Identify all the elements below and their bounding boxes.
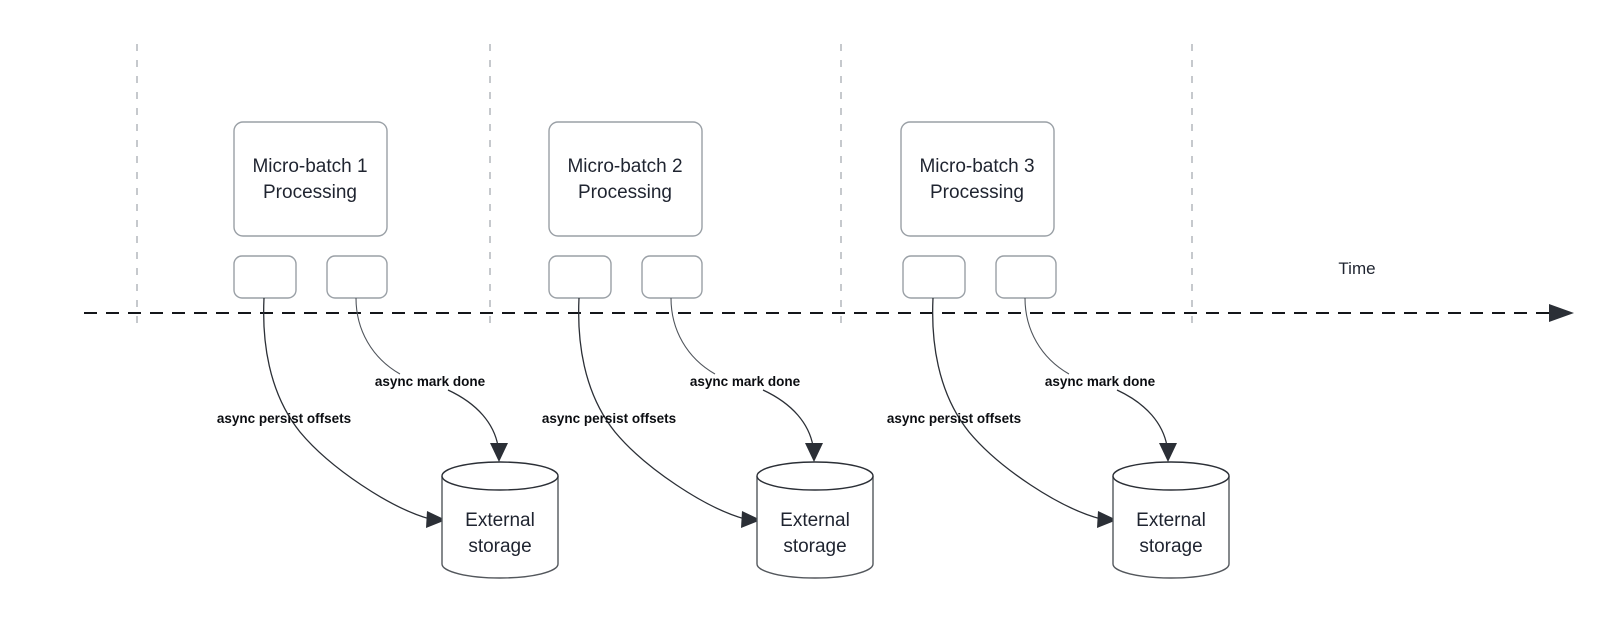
task-box-3a[interactable] (902, 255, 966, 299)
microbatch-box-2-line1: Micro-batch 2 (567, 156, 682, 177)
external-storage-2[interactable]: External storage (756, 461, 874, 579)
mark-done-label-3: async mark done (1045, 374, 1156, 389)
external-storage-3-line1: External (1136, 510, 1206, 531)
mark-done-arrowhead-3 (1159, 443, 1177, 462)
external-storage-1-line2: storage (468, 536, 531, 557)
microbatch-box-1-line1: Micro-batch 1 (252, 156, 367, 177)
mark-done-edge-3 (1024, 297, 1070, 375)
external-storage-2-line1: External (780, 510, 850, 531)
mark-done-label-1: async mark done (375, 374, 486, 389)
microbatch-box-2-line2: Processing (578, 182, 672, 203)
mark-done-arrowhead-2 (805, 443, 823, 462)
time-axis: Time (84, 259, 1574, 322)
persist-offsets-edge-1 (263, 297, 431, 520)
group-2: Micro-batch 2 Processing async persist o… (542, 121, 874, 579)
mark-done-edge-2-tail (762, 389, 814, 447)
persist-offsets-edge-3 (932, 297, 1102, 520)
microbatch-box-1[interactable] (233, 121, 388, 237)
persist-offsets-arrowhead-2 (741, 511, 761, 528)
microbatch-box-1-line2: Processing (263, 182, 357, 203)
microbatch-box-3-line2: Processing (930, 182, 1024, 203)
external-storage-1[interactable]: External storage (441, 461, 559, 579)
task-box-3b[interactable] (995, 255, 1057, 299)
persist-offsets-arrowhead-3 (1097, 511, 1117, 528)
persist-offsets-label-1: async persist offsets (217, 411, 351, 426)
mark-done-edge-3-tail (1116, 389, 1168, 447)
external-storage-3-line2: storage (1139, 536, 1202, 557)
mark-done-edge-1-tail (447, 389, 499, 447)
task-box-2a[interactable] (548, 255, 612, 299)
task-box-1b[interactable] (326, 255, 388, 299)
persist-offsets-label-3: async persist offsets (887, 411, 1021, 426)
mark-done-edge-2 (670, 297, 716, 375)
persist-offsets-arrowhead-1 (426, 511, 446, 528)
microbatch-box-2[interactable] (548, 121, 703, 237)
group-3: Micro-batch 3 Processing async persist o… (887, 121, 1230, 579)
arrow-right-icon (1549, 304, 1574, 322)
time-axis-label: Time (1338, 259, 1375, 278)
task-box-2b[interactable] (641, 255, 703, 299)
task-box-1a[interactable] (233, 255, 297, 299)
group-1: Micro-batch 1 Processing async persist o… (217, 121, 559, 579)
mark-done-arrowhead-1 (490, 443, 508, 462)
microbatch-box-3[interactable] (900, 121, 1055, 237)
persist-offsets-edge-2 (578, 297, 746, 520)
microbatch-box-3-line1: Micro-batch 3 (919, 156, 1034, 177)
mark-done-edge-1 (355, 297, 401, 375)
external-storage-3[interactable]: External storage (1112, 461, 1230, 579)
external-storage-1-line1: External (465, 510, 535, 531)
mark-done-label-2: async mark done (690, 374, 801, 389)
external-storage-2-line2: storage (783, 536, 846, 557)
persist-offsets-label-2: async persist offsets (542, 411, 676, 426)
